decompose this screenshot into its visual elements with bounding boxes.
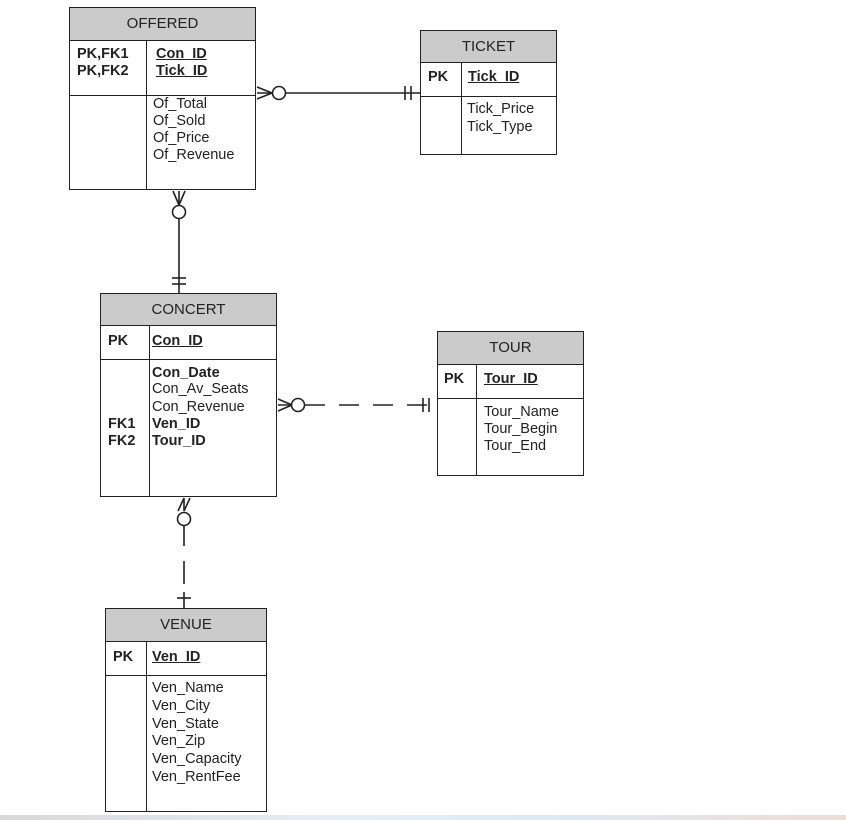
entity-venue-attribute: Ven_Zip (152, 733, 206, 749)
entity-venue[interactable]: VENUE PK Ven_ID Ven_Name Ven_City Ven_St… (105, 608, 267, 812)
entity-concert-attribute: Tour_ID (152, 433, 206, 449)
entity-venue-attribute: Ven_State (152, 716, 219, 732)
entity-offered-header: OFFERED (70, 8, 255, 41)
relationship-offered-ticket[interactable] (256, 85, 420, 101)
entity-venue-key-section (106, 642, 266, 676)
entity-venue-key: Ven_ID (152, 649, 201, 665)
relationship-concert-tour[interactable] (277, 397, 437, 413)
entity-offered-key-label: PK,FK1 (77, 46, 129, 62)
entity-offered-key-label: PK,FK2 (77, 63, 129, 79)
entity-concert-attribute: Ven_ID (152, 416, 201, 432)
entity-ticket[interactable]: TICKET PK Tick_ID Tick_Price Tick_Type (420, 30, 557, 155)
entity-concert-fk-label: FK1 (108, 416, 136, 432)
entity-offered-key-section (70, 41, 255, 96)
entity-venue-attribute: Ven_Name (152, 680, 224, 696)
entity-offered-key: Tick_ID (156, 63, 208, 79)
bottom-scroll-strip (0, 815, 846, 820)
entity-venue-attribute: Ven_Capacity (152, 751, 242, 767)
entity-offered-attribute: Of_Price (153, 130, 210, 146)
entity-concert[interactable]: CONCERT PK Con_ID Con_Date Con_Av_Seats … (100, 293, 277, 497)
relationship-concert-venue[interactable] (176, 497, 192, 608)
entity-offered-attribute: Of_Revenue (153, 147, 235, 163)
entity-concert-divider (149, 326, 150, 496)
entity-venue-divider (146, 642, 147, 811)
entity-tour-key: Tour_ID (484, 371, 538, 387)
entity-venue-key-label: PK (113, 649, 134, 665)
entity-concert-attribute: Con_Date (152, 365, 220, 381)
entity-concert-attribute: Con_Av_Seats (152, 381, 249, 397)
entity-ticket-key-label: PK (428, 69, 449, 85)
entity-offered-attribute: Of_Sold (153, 113, 206, 129)
entity-concert-header: CONCERT (101, 294, 276, 326)
entity-offered-attribute: Of_Total (153, 96, 207, 112)
entity-ticket-attribute: Tick_Type (467, 119, 533, 135)
entity-concert-key-section (101, 326, 276, 360)
entity-venue-attribute: Ven_RentFee (152, 769, 241, 785)
entity-ticket-key: Tick_ID (468, 69, 520, 85)
entity-tour-key-label: PK (444, 371, 465, 387)
entity-concert-key: Con_ID (152, 333, 203, 349)
entity-tour-key-section (438, 365, 583, 399)
entity-offered-key: Con_ID (156, 46, 207, 62)
entity-ticket-divider (461, 63, 462, 154)
entity-tour-divider (476, 365, 477, 475)
entity-ticket-header: TICKET (421, 31, 556, 63)
entity-tour-attribute: Tour_Name (484, 404, 559, 420)
entity-concert-attribute: Con_Revenue (152, 399, 245, 415)
entity-venue-attribute: Ven_City (152, 698, 211, 714)
entity-venue-header: VENUE (106, 609, 266, 642)
entity-ticket-key-section (421, 63, 556, 97)
entity-tour-attribute: Tour_Begin (484, 421, 558, 437)
entity-tour-attribute: Tour_End (484, 438, 547, 454)
entity-tour[interactable]: TOUR PK Tour_ID Tour_Name Tour_Begin Tou… (437, 331, 584, 476)
entity-tour-header: TOUR (438, 332, 583, 365)
relationship-offered-concert[interactable] (171, 190, 187, 293)
entity-offered-divider (146, 41, 147, 189)
entity-concert-fk-label: FK2 (108, 433, 136, 449)
entity-offered[interactable]: OFFERED PK,FK1 PK,FK2 Con_ID Tick_ID Of_… (69, 7, 256, 190)
entity-ticket-attribute: Tick_Price (467, 101, 535, 117)
entity-concert-key-label: PK (108, 333, 129, 349)
